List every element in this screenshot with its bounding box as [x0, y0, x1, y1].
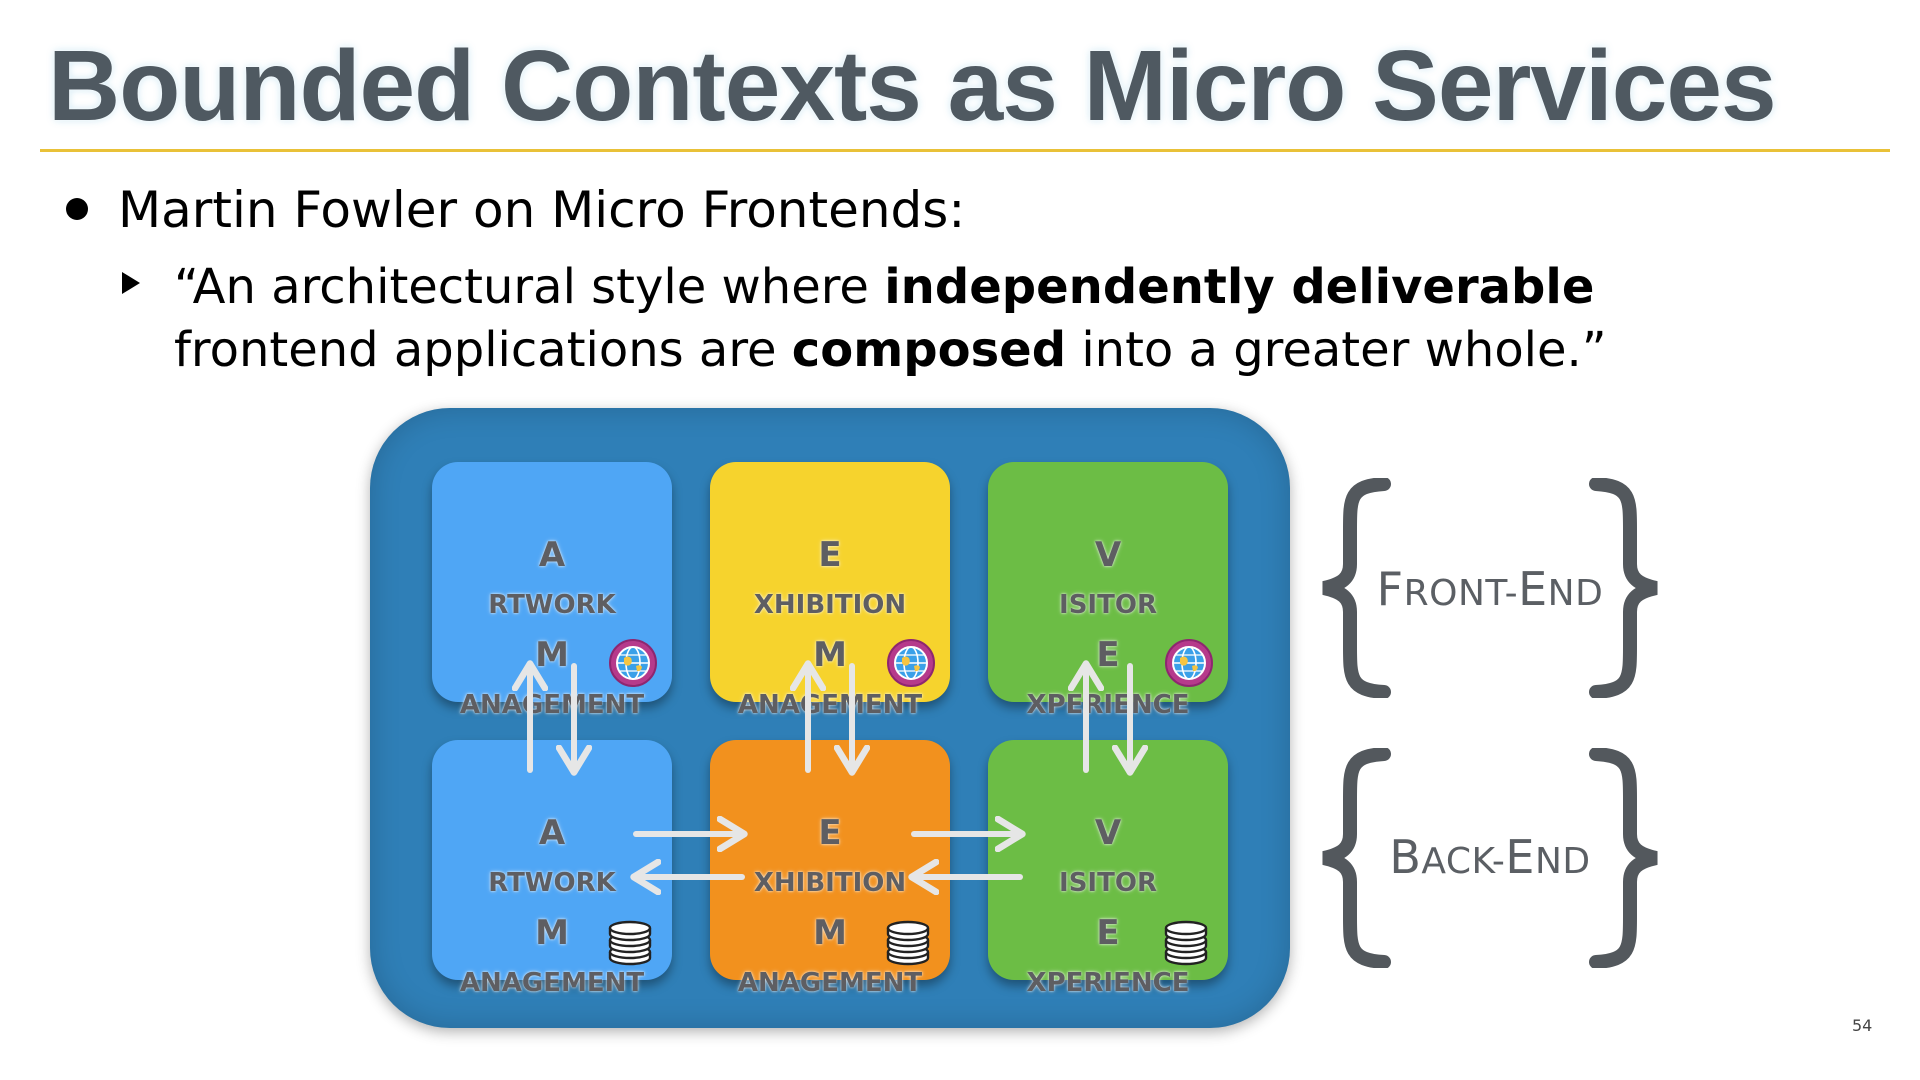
- right-brace-icon: [1589, 478, 1658, 698]
- slide-title: Bounded Contexts as Micro Services: [48, 30, 1777, 142]
- backend-braces: [1322, 748, 1658, 968]
- quote-line-2: frontend applications are composed into …: [174, 319, 1654, 382]
- left-brace-icon: [1322, 748, 1391, 968]
- right-brace-icon: [1589, 748, 1658, 968]
- title-divider: [40, 149, 1890, 152]
- left-brace-icon: [1322, 478, 1391, 698]
- database-icon: [1162, 914, 1210, 970]
- globe-icon: [608, 638, 658, 692]
- globe-icon: [1164, 638, 1214, 692]
- database-icon: [606, 914, 654, 970]
- frontend-label: FRONT-END: [1376, 562, 1604, 616]
- quote-text: frontend applications are: [174, 322, 792, 378]
- fowler-quote: “An architectural style where independen…: [174, 256, 1654, 382]
- quote-line-1: “An architectural style where independen…: [174, 256, 1654, 319]
- quote-emphasis: independently deliverable: [884, 259, 1595, 315]
- frontend-braces: [1322, 478, 1658, 698]
- bullet-marker: [66, 198, 88, 220]
- page-number: 54: [1852, 1016, 1873, 1035]
- backend-label: BACK-END: [1389, 830, 1591, 884]
- database-icon: [884, 914, 932, 970]
- globe-icon: [886, 638, 936, 692]
- quote-emphasis: composed: [791, 322, 1067, 378]
- bullet-text: Martin Fowler on Micro Frontends:: [118, 181, 966, 239]
- quote-text: into a greater whole.”: [1066, 322, 1607, 378]
- sub-bullet-marker: [122, 272, 140, 294]
- quote-text: “An architectural style where: [174, 259, 885, 315]
